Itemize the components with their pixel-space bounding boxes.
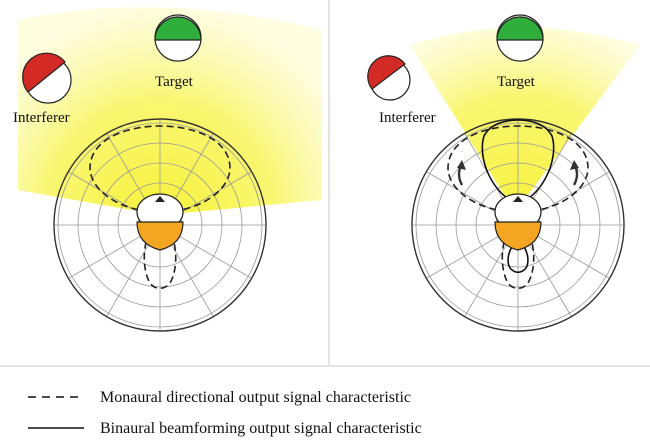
right-left-arrowhead [457, 160, 466, 170]
left-listener-head [136, 193, 184, 251]
left-monaural-pattern [89, 125, 231, 290]
left-interferer-head [22, 52, 72, 104]
legend: Monaural directional output signal chara… [28, 389, 422, 437]
right-listener-head [494, 193, 542, 251]
left-target-head [154, 14, 202, 62]
right-interferer-label: Interferer [379, 110, 436, 126]
right-polar-outer-ring [411, 118, 625, 332]
left-panel: Target Interferer [13, 7, 322, 332]
left-interferer-label: Interferer [13, 110, 70, 126]
right-target-head [496, 14, 544, 62]
left-target-label: Target [155, 74, 194, 90]
left-polar-outer-ring [53, 118, 267, 332]
right-monaural-pattern [447, 125, 589, 290]
right-panel: Target Interferer [367, 14, 640, 332]
right-target-label: Target [497, 74, 536, 90]
right-right-arrowhead [570, 160, 579, 170]
right-binaural-pattern [481, 119, 555, 274]
right-interferer-head [367, 55, 411, 101]
legend-monaural-label: Monaural directional output signal chara… [100, 389, 411, 406]
legend-binaural-label: Binaural beamforming output signal chara… [100, 420, 422, 437]
